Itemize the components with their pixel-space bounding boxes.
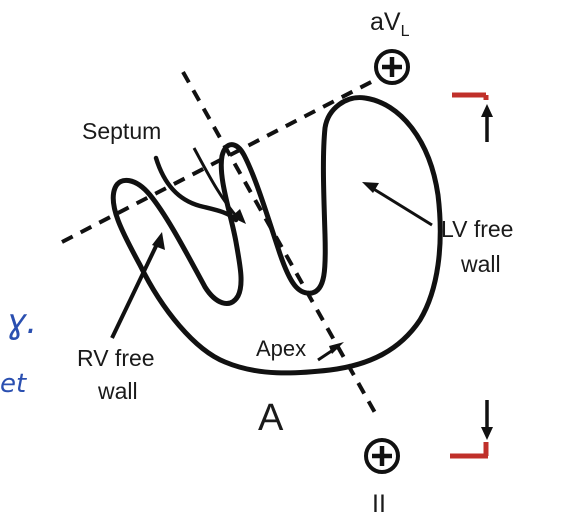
- avl-axis-dashed-line: [61, 78, 376, 244]
- rv-free-wall-arrowhead: [152, 232, 165, 250]
- up-arrow-icon: [481, 104, 493, 117]
- rv-cavity-line: [153, 155, 239, 223]
- avl-deflection-marker: [452, 92, 493, 142]
- apex-arrowhead: [329, 342, 344, 354]
- rv-free-wall-label-line1: RV free: [77, 345, 155, 371]
- handwritten-mark-2: et: [0, 369, 27, 399]
- panel-letter-label: A: [258, 397, 284, 439]
- avl-electrode-plus-icon: [374, 49, 410, 85]
- lead-ii-label: II: [372, 490, 386, 518]
- lead-ii-deflection-marker: [450, 400, 493, 459]
- septum-arrow-line: [192, 147, 240, 220]
- lv-free-wall-arrowhead: [362, 182, 379, 193]
- lv-free-wall-label-line2: wall: [460, 251, 501, 277]
- septum-label: Septum: [82, 118, 161, 144]
- lead-ii-electrode-plus-icon: [364, 438, 400, 474]
- apex-label: Apex: [256, 336, 306, 361]
- septum-arrowhead: [231, 209, 246, 224]
- rv-free-wall-label-line2: wall: [97, 378, 138, 404]
- down-arrow-icon: [481, 427, 493, 440]
- heart-outline: [110, 95, 443, 376]
- lead-ii-axis-dashed-line: [181, 71, 380, 419]
- lv-free-wall-arrow-line: [371, 186, 433, 227]
- lead-avl-label: aVL: [370, 8, 410, 40]
- rv-free-wall-arrow-line: [110, 241, 160, 339]
- handwritten-mark-1: ɣ.: [6, 302, 37, 342]
- lv-free-wall-label-line1: LV free: [441, 216, 513, 242]
